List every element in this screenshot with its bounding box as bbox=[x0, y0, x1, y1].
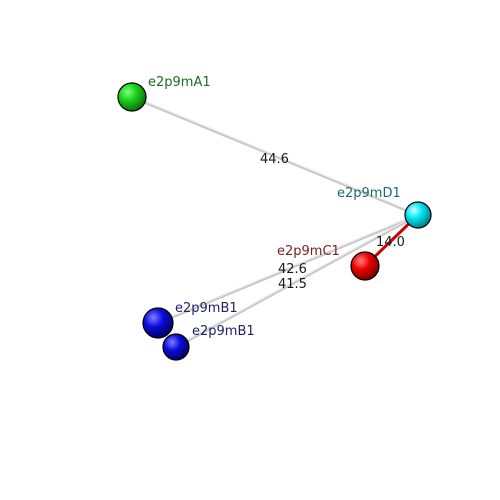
distance-line-highlight bbox=[157, 213, 419, 323]
atom-label-a1: e2p9mA1 bbox=[148, 75, 211, 90]
distance-line-highlight bbox=[175, 213, 419, 347]
atom-sphere-d1[interactable] bbox=[404, 201, 432, 229]
distance-labels: 44.6 14.0 42.641.5 bbox=[260, 152, 405, 292]
distance-label: 44.6 bbox=[260, 152, 289, 167]
distance-label: 14.0 bbox=[376, 235, 405, 250]
atom-label-b1b: e2p9mB1 bbox=[192, 324, 255, 339]
atom-sphere-b1a[interactable] bbox=[142, 307, 174, 339]
atom-spheres bbox=[117, 82, 432, 361]
atom-label-b1a: e2p9mB1 bbox=[175, 301, 238, 316]
atom-labels: e2p9mA1 e2p9mD1 e2p9mC1 e2p9mB1 e2p9mB1 bbox=[148, 75, 401, 339]
distance-label: 42.6 bbox=[278, 262, 307, 277]
distance-line-a1-d1 bbox=[130, 95, 420, 217]
distance-line-highlight bbox=[131, 95, 419, 215]
atom-sphere-c1[interactable] bbox=[350, 251, 380, 281]
atom-sphere-a1[interactable] bbox=[117, 82, 147, 112]
atom-label-c1: e2p9mC1 bbox=[277, 244, 340, 259]
atom-label-d1: e2p9mD1 bbox=[337, 186, 401, 201]
distance-label: 41.5 bbox=[278, 277, 307, 292]
distance-line-d1-b1a bbox=[156, 213, 420, 325]
atom-sphere-b1b[interactable] bbox=[162, 333, 190, 361]
distance-line-d1-b1b bbox=[174, 213, 420, 349]
